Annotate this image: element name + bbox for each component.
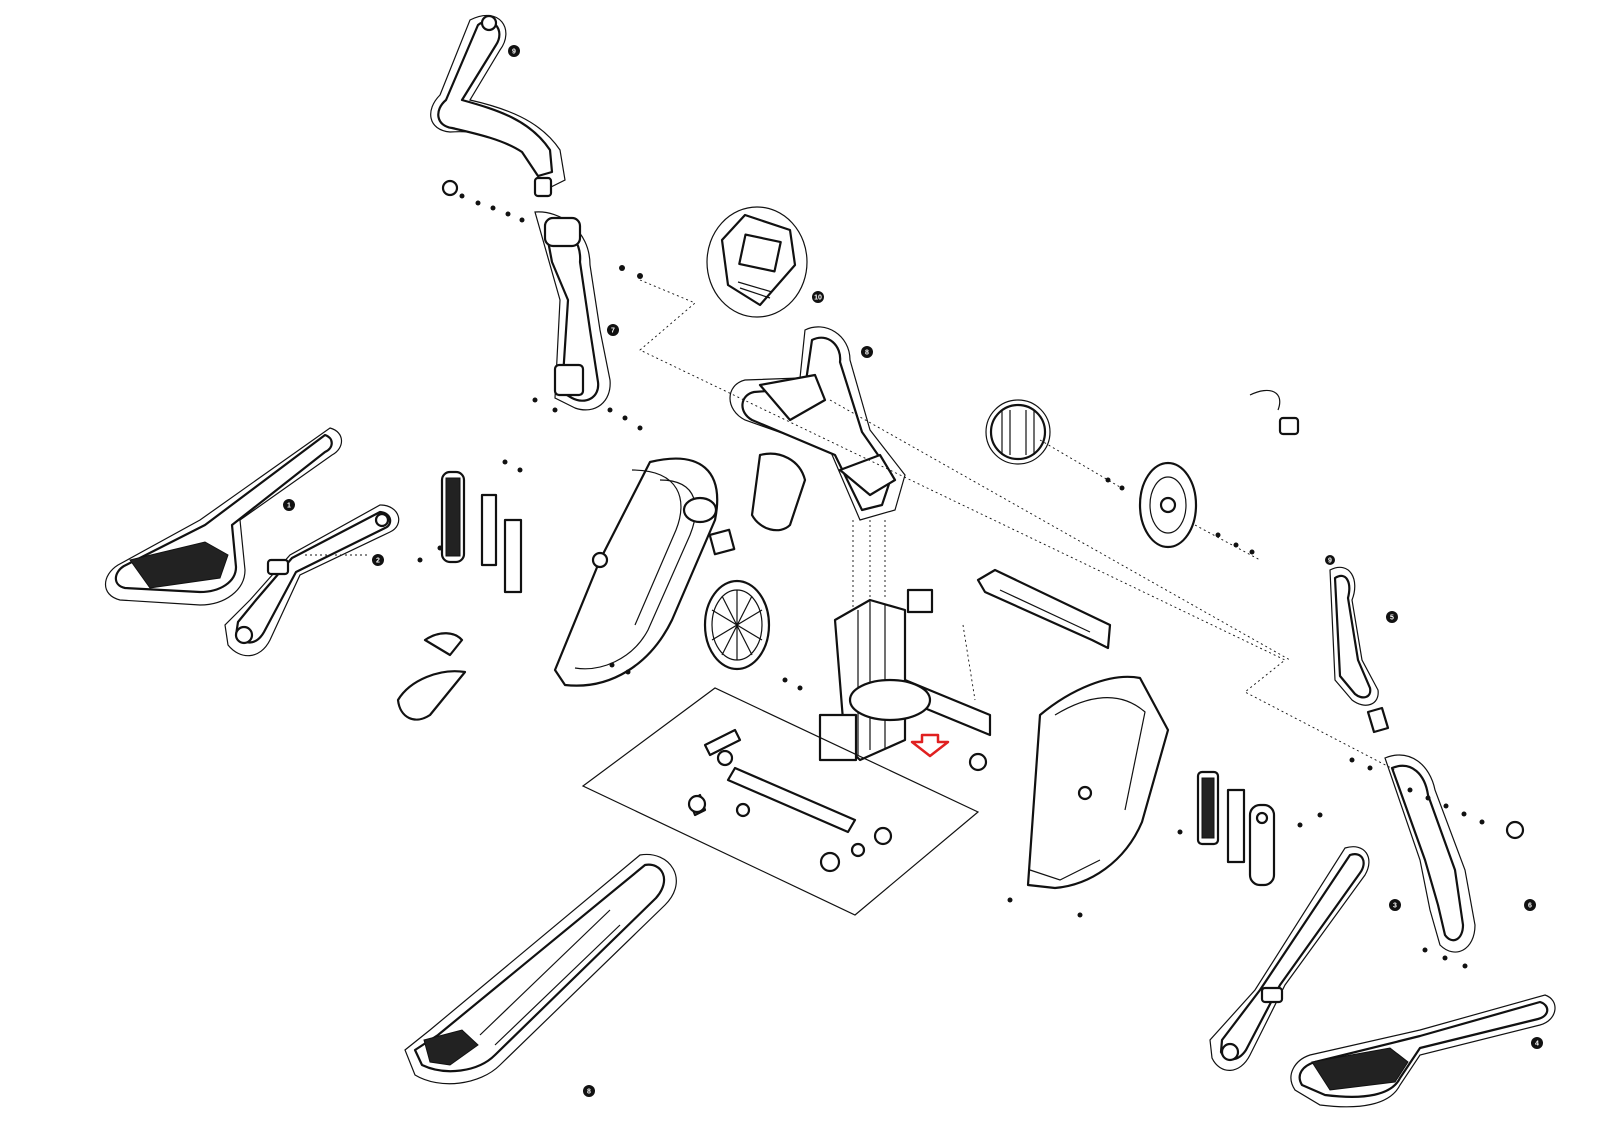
callout-console: 10 (812, 291, 824, 303)
callout-text: 1 (287, 503, 291, 510)
flywheel-assembly (985, 389, 1300, 549)
right-pedal-arm (1290, 994, 1556, 1108)
callout-text: 4 (1535, 1041, 1539, 1048)
right-bracket-set (1196, 770, 1276, 887)
left-side-shroud (553, 457, 719, 687)
center-frame (818, 588, 992, 772)
left-crank-arm (224, 504, 400, 657)
callout-upright: 8 (861, 346, 873, 358)
callout-text: 10 (814, 295, 822, 302)
callout-right-pedal-arm: 4 (1531, 1037, 1543, 1049)
callout-left-lower-arm: 7 (607, 324, 619, 336)
callout-text: 9 (1328, 558, 1332, 565)
right-lower-handle-arm (1384, 754, 1525, 953)
callout-text: 8 (587, 1089, 591, 1096)
right-top-cover (976, 568, 1112, 650)
callout-text: 2 (376, 558, 380, 565)
left-upper-handlebar (430, 14, 566, 191)
callout-left-pedal-arm: 1 (283, 499, 295, 511)
leader-lines (305, 279, 1396, 771)
callout-right-handlebar: 5 (1386, 611, 1398, 623)
callout-text: 6 (1528, 903, 1532, 910)
callout-right-handlebar-top: 9 (1325, 555, 1335, 565)
left-pivot-hardware (441, 176, 643, 431)
callout-text: 8 (865, 350, 869, 357)
console-display (706, 206, 808, 318)
callout-text: 3 (1393, 903, 1397, 910)
hardware-markers (417, 397, 1485, 969)
callout-left-crank: 2 (372, 554, 384, 566)
callout-right-lower-arm: 6 (1524, 899, 1536, 911)
callout-right-crank: 3 (1389, 899, 1401, 911)
left-rail (404, 853, 677, 1085)
callout-text: 5 (1390, 615, 1394, 622)
callout-handlebar-left: 9 (508, 45, 520, 57)
callout-rail: 8 (583, 1085, 595, 1097)
right-upper-handlebar (1329, 566, 1390, 734)
callout-text: 9 (512, 49, 516, 56)
left-bracket-set (396, 470, 523, 721)
base-assembly-detail (581, 687, 980, 916)
upright-mast (729, 326, 906, 532)
callout-text: 7 (611, 328, 615, 335)
left-pedal-arm (104, 427, 343, 606)
left-drive-wheel (703, 528, 771, 671)
left-lower-handle-arm (534, 211, 611, 411)
right-crank-arm (1209, 846, 1370, 1071)
right-side-shroud (1026, 675, 1170, 890)
highlight-arrow-marker (910, 733, 950, 758)
